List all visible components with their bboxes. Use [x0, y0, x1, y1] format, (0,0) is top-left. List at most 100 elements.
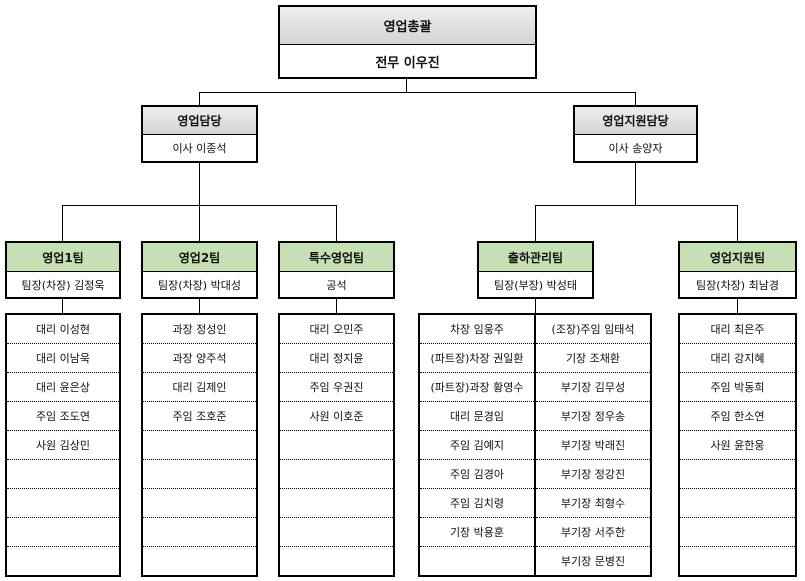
team-leader: 팀장(부장) 박성태 [494, 278, 577, 292]
division-title: 영업지원담당 [575, 107, 696, 135]
division-title: 영업담당 [143, 107, 256, 135]
member-row: 부기장 최형수 [536, 489, 650, 518]
member-row: 대리 이남욱 [7, 344, 119, 373]
member-list-special-sales: 대리 오민주 대리 정지윤 주임 우권진 사원 이호준 [278, 313, 395, 577]
member-row: (파트장)차장 권일환 [420, 344, 534, 373]
connector-top-down [406, 78, 407, 92]
member-row: 주임 김예지 [420, 431, 534, 460]
top-title: 영업총괄 [280, 7, 535, 45]
member-list-shipping: 차장 임웅주 (파트장)차장 권일환 (파트장)과장 황영수 대리 문경임 주임… [418, 313, 652, 577]
member-row: 과장 양주석 [143, 344, 256, 373]
connector-list2 [199, 298, 200, 313]
division-person: 이사 이종석 [172, 142, 227, 155]
member-row [680, 460, 795, 489]
member-row: 대리 이성현 [7, 315, 119, 344]
member-row [143, 547, 256, 575]
member-row [680, 489, 795, 518]
team-box-special-sales: 특수영업팀 공석 [278, 241, 395, 299]
team-title: 영업2팀 [143, 243, 256, 272]
connector-list5 [737, 298, 738, 313]
member-row: 부기장 문병진 [560, 555, 626, 568]
member-row [143, 460, 256, 489]
division-box-sales: 영업담당 이사 이종석 [141, 105, 258, 163]
member-row: 주임 조도연 [7, 402, 119, 431]
member-column-left: 차장 임웅주 (파트장)차장 권일환 (파트장)과장 황영수 대리 문경임 주임… [420, 315, 534, 575]
team-leader: 공석 [326, 278, 347, 292]
team-title: 특수영업팀 [280, 243, 393, 272]
member-row [143, 518, 256, 547]
connector-div2-up [635, 92, 636, 105]
team-box-shipping: 출하관리팀 팀장(부장) 박성태 [477, 241, 594, 299]
member-row [7, 547, 119, 575]
member-row [280, 547, 393, 575]
connector-top-horizontal [199, 92, 636, 93]
member-row: 주임 김치령 [420, 489, 534, 518]
member-row: 부기장 서주한 [536, 518, 650, 547]
connector-list4 [535, 298, 536, 313]
member-row: 대리 강지혜 [680, 344, 795, 373]
member-row: 부기장 정우송 [536, 402, 650, 431]
member-row: 주임 박동희 [680, 373, 795, 402]
member-row: 부기장 박래진 [536, 431, 650, 460]
team-title: 영업1팀 [7, 243, 119, 272]
connector-team5-up [737, 205, 738, 241]
member-row: 부기장 정강진 [536, 460, 650, 489]
member-list-sales-support: 대리 최은주 대리 강지혜 주임 박동희 주임 한소연 사원 윤한웅 [678, 313, 797, 577]
team-box-sales-support: 영업지원팀 팀장(차장) 최남경 [678, 241, 797, 299]
connector-list3 [336, 298, 337, 313]
member-row: 차장 임웅주 [420, 315, 534, 344]
connector-div2-down [635, 162, 636, 205]
member-row: 주임 김경아 [420, 460, 534, 489]
member-row [143, 431, 256, 460]
connector-div1-up [199, 92, 200, 105]
member-row [7, 489, 119, 518]
member-row: 주임 조호준 [143, 402, 256, 431]
team-leader: 팀장(차장) 박대성 [158, 278, 241, 292]
member-row: 대리 문경임 [420, 402, 534, 431]
member-row: 대리 정지윤 [280, 344, 393, 373]
team-title: 영업지원팀 [680, 243, 795, 272]
connector-team1-up [62, 205, 63, 241]
member-row: 주임 한소연 [680, 402, 795, 431]
member-row [420, 547, 534, 575]
team-title: 출하관리팀 [479, 243, 592, 272]
member-column: 과장 정성인 과장 양주석 대리 김제인 주임 조호준 [143, 315, 256, 575]
member-row: 부기장 김무성 [536, 373, 650, 402]
member-row [7, 460, 119, 489]
member-column-right: (조장)주임 임태석 기장 조채환 부기장 김무성 부기장 정우송 부기장 박래… [534, 315, 650, 575]
team-box-sales2: 영업2팀 팀장(차장) 박대성 [141, 241, 258, 299]
member-row: 사원 이호준 [280, 402, 393, 431]
member-row [280, 489, 393, 518]
member-column: 대리 이성현 대리 이남욱 대리 윤은상 주임 조도연 사원 김상민 [7, 315, 119, 575]
team-leader: 팀장(차장) 김정욱 [21, 278, 105, 292]
member-row: 기장 박용훈 [420, 518, 534, 547]
member-row [680, 547, 795, 575]
member-list-sales1: 대리 이성현 대리 이남욱 대리 윤은상 주임 조도연 사원 김상민 [5, 313, 121, 577]
member-row: 대리 윤은상 [7, 373, 119, 402]
member-row [280, 460, 393, 489]
member-row: (조장)주임 임태석 [536, 315, 650, 344]
member-row [7, 518, 119, 547]
member-row: 주임 우권진 [280, 373, 393, 402]
member-row [680, 518, 795, 547]
member-row [280, 518, 393, 547]
top-person: 전무 이우진 [375, 55, 440, 71]
member-row [143, 489, 256, 518]
member-row: 대리 김제인 [143, 373, 256, 402]
division-person: 이사 송양자 [608, 142, 663, 155]
connector-div1-down [199, 162, 200, 205]
connector-div2-horizontal [535, 205, 738, 206]
connector-list1 [62, 298, 63, 313]
member-column: 대리 최은주 대리 강지혜 주임 박동희 주임 한소연 사원 윤한웅 [680, 315, 795, 575]
member-row: 대리 최은주 [680, 315, 795, 344]
member-row: 기장 조채환 [536, 344, 650, 373]
member-row: 대리 오민주 [280, 315, 393, 344]
connector-team3-up [336, 205, 337, 241]
member-row: 과장 정성인 [143, 315, 256, 344]
team-leader: 팀장(차장) 최남경 [696, 278, 779, 292]
connector-team2-up [199, 205, 200, 241]
member-list-sales2: 과장 정성인 과장 양주석 대리 김제인 주임 조호준 [141, 313, 258, 577]
connector-team4-up [535, 205, 536, 241]
member-row: 사원 윤한웅 [680, 431, 795, 460]
team-box-sales1: 영업1팀 팀장(차장) 김정욱 [5, 241, 121, 299]
